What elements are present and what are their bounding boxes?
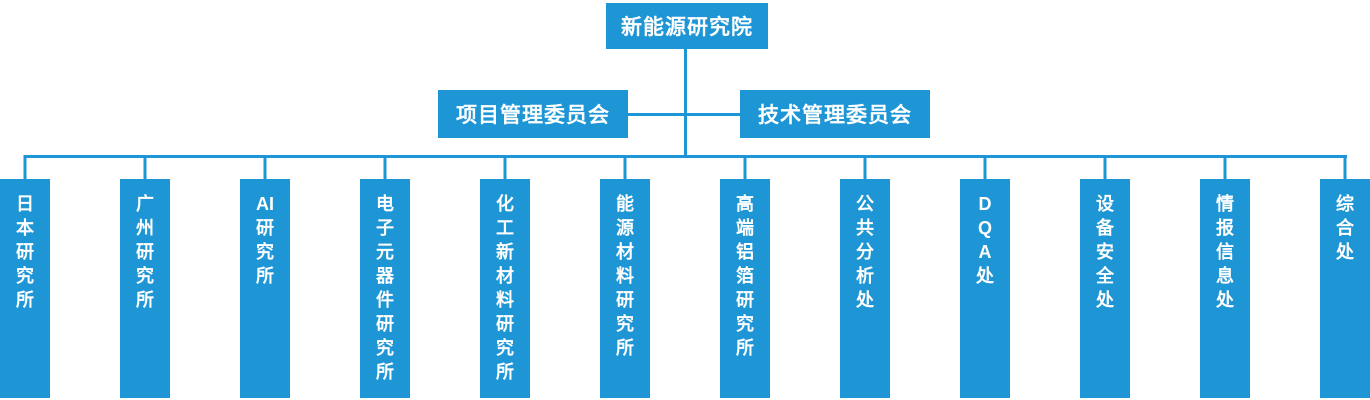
dept-node-9: D Q A 处 xyxy=(960,155,1010,398)
dept-node-2: 广 州 研 究 所 xyxy=(120,155,170,398)
connector-drop xyxy=(503,155,507,179)
department-row: 日 本 研 究 所 广 州 研 究 所 AI 研 究 所 电 子 元 器 件 研… xyxy=(0,155,1370,398)
dept-label: 综 合 处 xyxy=(1336,194,1354,262)
dept-label: D Q A 处 xyxy=(976,194,994,286)
connector-drop xyxy=(143,155,147,179)
dept-label: 电 子 元 器 件 研 究 所 xyxy=(376,194,394,382)
connector-root-vertical xyxy=(684,48,687,158)
committee-tech-label: 技术管理委员会 xyxy=(758,104,912,127)
connector-committees-horizontal xyxy=(628,113,740,116)
org-node-root: 新能源研究院 xyxy=(606,3,768,49)
dept-node-12: 综 合 处 xyxy=(1320,155,1370,398)
dept-label: 广 州 研 究 所 xyxy=(136,194,154,310)
dept-node-11: 情 报 信 息 处 xyxy=(1200,155,1250,398)
dept-node-5: 化 工 新 材 料 研 究 所 xyxy=(480,155,530,398)
dept-node-8: 公 共 分 析 处 xyxy=(840,155,890,398)
dept-label: 日 本 研 究 所 xyxy=(16,194,34,310)
connector-drop xyxy=(1223,155,1227,179)
connector-distribution-horizontal xyxy=(24,155,1347,158)
connector-drop xyxy=(383,155,387,179)
dept-label: 情 报 信 息 处 xyxy=(1216,194,1234,310)
connector-drop xyxy=(983,155,987,179)
dept-node-1: 日 本 研 究 所 xyxy=(0,155,50,398)
connector-drop xyxy=(23,155,27,179)
dept-label: 高 端 铝 箔 研 究 所 xyxy=(736,194,754,358)
dept-label: 化 工 新 材 料 研 究 所 xyxy=(496,194,514,382)
dept-label: 公 共 分 析 处 xyxy=(856,194,874,310)
dept-node-3: AI 研 究 所 xyxy=(240,155,290,398)
connector-drop xyxy=(1103,155,1107,179)
connector-drop xyxy=(1343,155,1347,179)
dept-label: AI 研 究 所 xyxy=(256,194,274,286)
committee-project-label: 项目管理委员会 xyxy=(456,104,610,127)
connector-drop xyxy=(863,155,867,179)
connector-drop xyxy=(743,155,747,179)
dept-node-4: 电 子 元 器 件 研 究 所 xyxy=(360,155,410,398)
dept-label: 能 源 材 料 研 究 所 xyxy=(616,194,634,358)
dept-node-10: 设 备 安 全 处 xyxy=(1080,155,1130,398)
dept-label: 设 备 安 全 处 xyxy=(1096,194,1114,310)
connector-drop xyxy=(263,155,267,179)
committee-node-project: 项目管理委员会 xyxy=(438,90,628,138)
connector-drop xyxy=(623,155,627,179)
committee-node-tech: 技术管理委员会 xyxy=(740,90,930,138)
dept-node-7: 高 端 铝 箔 研 究 所 xyxy=(720,155,770,398)
org-node-root-label: 新能源研究院 xyxy=(621,16,753,39)
dept-node-6: 能 源 材 料 研 究 所 xyxy=(600,155,650,398)
